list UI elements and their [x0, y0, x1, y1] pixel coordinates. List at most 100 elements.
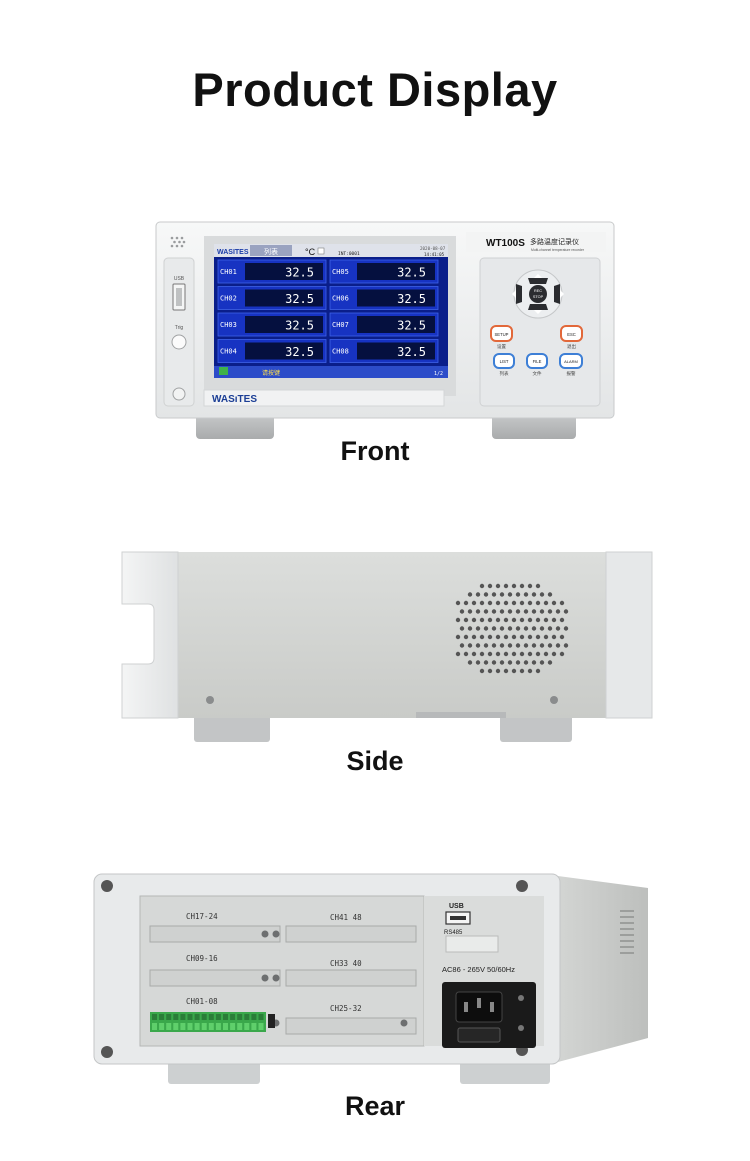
- vent-hole: [495, 668, 501, 674]
- channel-value: 32.5: [285, 345, 314, 359]
- vent-hole: [467, 643, 473, 648]
- screen-date: 2020-08-07: [420, 246, 446, 251]
- vent-hole: [459, 609, 465, 614]
- trig-button[interactable]: [171, 334, 187, 350]
- front-foot-left: [196, 412, 274, 439]
- vent-hole: [467, 626, 473, 631]
- vent-hole: [547, 643, 553, 648]
- vent-hole: [515, 592, 521, 597]
- channel-name: CH05: [332, 268, 349, 276]
- vent-hole: [495, 634, 501, 640]
- vent-hole: [519, 600, 525, 606]
- list-key-cn: 列表: [500, 370, 509, 377]
- vent-hole: [495, 651, 501, 657]
- vent-hole: [511, 668, 517, 674]
- vent-hole: [515, 626, 521, 631]
- front-view-photo: USB Trig WASITES 列表 °C INT:0001 2020-08-…: [0, 212, 750, 447]
- esc-key[interactable]: [560, 325, 583, 342]
- terminal-slot: [244, 1023, 250, 1030]
- arrow-down-key[interactable]: [528, 304, 548, 310]
- vent-hole: [511, 651, 517, 657]
- list-key-label: LIST: [500, 359, 509, 364]
- slot-plate-grid: [149, 925, 417, 1035]
- terminal-block-body: [150, 1012, 266, 1032]
- vent-hole: [519, 668, 525, 674]
- screen-time: 14:41:05: [424, 252, 445, 257]
- terminal-screw: [251, 1014, 257, 1020]
- vent-hole: [539, 609, 545, 614]
- vent-hole: [515, 660, 521, 665]
- vent-hole: [503, 617, 509, 623]
- screen-page: 1/2: [434, 371, 443, 377]
- arrow-up-key[interactable]: [528, 278, 548, 284]
- vent-hole: [499, 626, 505, 631]
- rec-stop-key[interactable]: [529, 285, 547, 303]
- terminal-screw: [166, 1014, 172, 1020]
- arrow-right-key[interactable]: [554, 284, 560, 304]
- esc-key-cn: 退出: [567, 343, 576, 350]
- channel-value-box: [245, 342, 323, 360]
- vent-hole: [519, 583, 525, 589]
- alarm-key[interactable]: [559, 353, 583, 369]
- channel-name: CH03: [220, 321, 237, 329]
- channel-value: 32.5: [397, 319, 426, 333]
- terminal-screw: [173, 1014, 179, 1020]
- channel-value: 32.5: [285, 319, 314, 333]
- vent-hole: [499, 643, 505, 648]
- vent-hole: [511, 600, 517, 606]
- vent-hole: [455, 651, 461, 657]
- corner-hole-icon: [101, 1046, 113, 1058]
- vent-hole: [483, 626, 489, 631]
- channel-value: 32.5: [397, 266, 426, 280]
- terminal-slot: [215, 1023, 221, 1030]
- vent-hole: [531, 609, 537, 614]
- power-button[interactable]: [172, 387, 186, 401]
- vent-hole: [483, 592, 489, 597]
- vent-hole: [507, 660, 513, 665]
- file-key[interactable]: [526, 353, 548, 369]
- screw-icon: [206, 696, 214, 704]
- fuse-holder[interactable]: [457, 1027, 501, 1043]
- terminal-screw: [187, 1014, 193, 1020]
- terminal-block-ch01-08[interactable]: [150, 1012, 266, 1032]
- slot-label-ch09-16: CH09-16: [186, 954, 218, 963]
- vent-hole: [527, 634, 533, 640]
- slot-label-ch01-08: CH01-08: [186, 997, 218, 1006]
- vent-hole: [511, 634, 517, 640]
- vent-hole: [559, 651, 565, 657]
- vent-hole: [551, 617, 557, 623]
- vent-hole: [455, 634, 461, 640]
- vent-hole: [491, 609, 497, 614]
- vent-hole: [563, 626, 569, 631]
- vent-hole: [559, 600, 565, 606]
- vent-hole: [463, 651, 469, 657]
- terminal-slot: [187, 1023, 193, 1030]
- vent-hole: [495, 617, 501, 623]
- terminal-slot: [223, 1023, 228, 1030]
- list-key[interactable]: [493, 353, 515, 369]
- vent-hole: [479, 583, 485, 589]
- vent-hole: [543, 651, 549, 657]
- setup-key[interactable]: [490, 325, 513, 342]
- vent-hole: [495, 600, 501, 606]
- terminal-screw: [223, 1014, 228, 1020]
- vent-hole: [491, 592, 497, 597]
- vent-hole: [507, 609, 513, 614]
- channel-value: 32.5: [285, 266, 314, 280]
- vent-hole: [511, 617, 517, 623]
- power-rating-label: AC86 - 265V 50/60Hz: [442, 965, 515, 974]
- vent-hole: [539, 660, 545, 665]
- screen-tab: 列表: [264, 247, 278, 256]
- vent-hole: [539, 643, 545, 648]
- vent-hole: [515, 609, 521, 614]
- screw-icon: [550, 696, 558, 704]
- vent-hole: [467, 609, 473, 614]
- vent-hole: [523, 643, 529, 648]
- svg-text:STOP: STOP: [533, 295, 544, 299]
- channel-value-box: [357, 316, 435, 333]
- vent-hole: [495, 583, 501, 589]
- terminal-screw: [208, 1014, 214, 1020]
- arrow-left-key[interactable]: [516, 284, 522, 304]
- terminal-slot: [208, 1023, 214, 1030]
- vent-hole: [547, 592, 553, 597]
